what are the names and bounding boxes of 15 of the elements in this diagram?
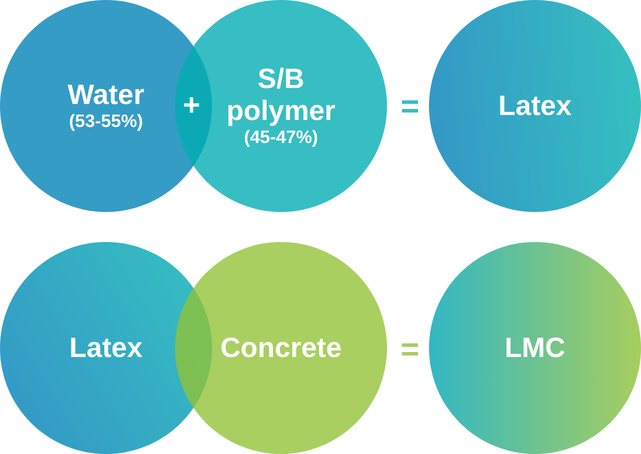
circle-title: Concrete xyxy=(220,332,342,364)
circle-title: S/B polymer xyxy=(226,63,336,126)
percentage-range: (45-47%) xyxy=(244,127,318,149)
circle-title: Latex xyxy=(498,90,572,122)
equals-sign: = xyxy=(400,90,420,122)
circle-title: Water xyxy=(68,79,144,110)
plus-sign: + xyxy=(182,91,200,121)
ingredient-circle xyxy=(175,0,387,212)
equals-sign: = xyxy=(400,333,420,365)
circle-title: Latex xyxy=(69,332,143,364)
percentage-range: (53-55%) xyxy=(68,111,144,133)
result-circle xyxy=(429,242,641,454)
circle-title: LMC xyxy=(504,332,566,364)
ingredient-circle xyxy=(175,242,387,454)
result-circle xyxy=(429,0,641,212)
